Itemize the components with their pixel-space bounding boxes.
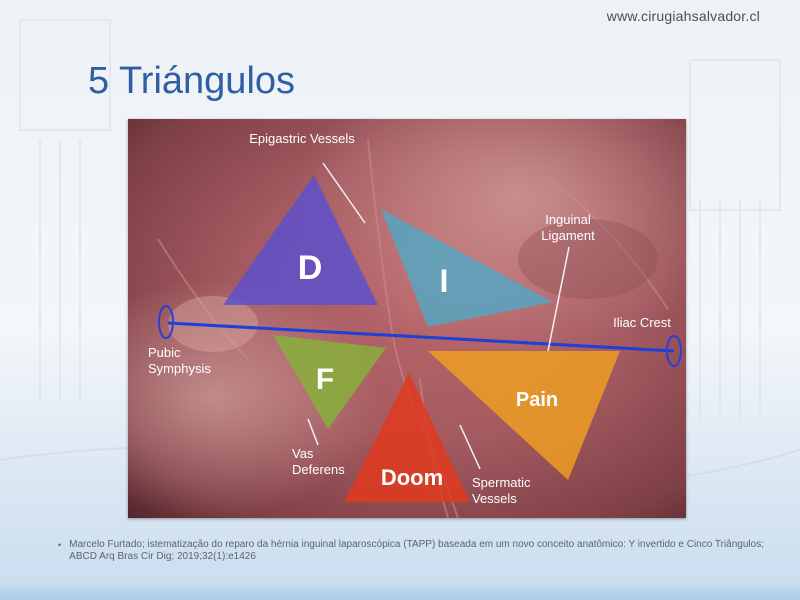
iliac-crest-label: Iliac Crest (613, 315, 671, 330)
triangle-doom (344, 373, 470, 502)
citation-footnote: • Marcelo Furtado; istematização do repa… (58, 539, 770, 563)
vas-deferens-label-line1: Vas (292, 446, 314, 461)
triangle-i (381, 209, 553, 327)
triangle-f-label: F (316, 363, 334, 396)
triangle-pain (428, 351, 620, 480)
annotation-pointers (307, 162, 570, 470)
figure-canvas: D I F Doom Pain Epigastric Vessels Ingui… (128, 119, 686, 518)
footnote-bullet: • (58, 540, 62, 550)
triangle-d-label: D (298, 249, 323, 287)
footnote-text: Marcelo Furtado; istematização do reparo… (69, 539, 764, 562)
iliac-marker (666, 335, 682, 367)
triangle-doom-label: Doom (381, 465, 443, 490)
laparoscopic-figure: D I F Doom Pain Epigastric Vessels Ingui… (128, 119, 686, 518)
spermatic-vessels-label-line2: Vessels (472, 491, 517, 506)
triangle-d (223, 175, 378, 305)
triangle-i-label: I (440, 263, 449, 299)
epigastric-vessels-label: Epigastric Vessels (249, 131, 355, 146)
pubic-label-line1: Pubic (148, 345, 181, 360)
inguinal-label-line1: Inguinal (545, 212, 591, 227)
tissue-shadow (518, 219, 658, 299)
spermatic-vessels-label-line1: Spermatic (472, 475, 531, 490)
slide-title: 5 Triángulos (88, 60, 296, 102)
inguinal-label-line2: Ligament (541, 228, 595, 243)
pubic-iliac-line (167, 321, 675, 353)
triangle-f (273, 335, 386, 429)
site-url: www.cirugiahsalvador.cl (606, 8, 760, 24)
vas-deferens-label-line2: Deferens (292, 462, 345, 477)
pubic-marker (158, 305, 174, 339)
bottom-gradient-bar (0, 582, 800, 600)
triangle-pain-label: Pain (516, 389, 558, 411)
pubic-label-line2: Symphysis (148, 361, 211, 376)
